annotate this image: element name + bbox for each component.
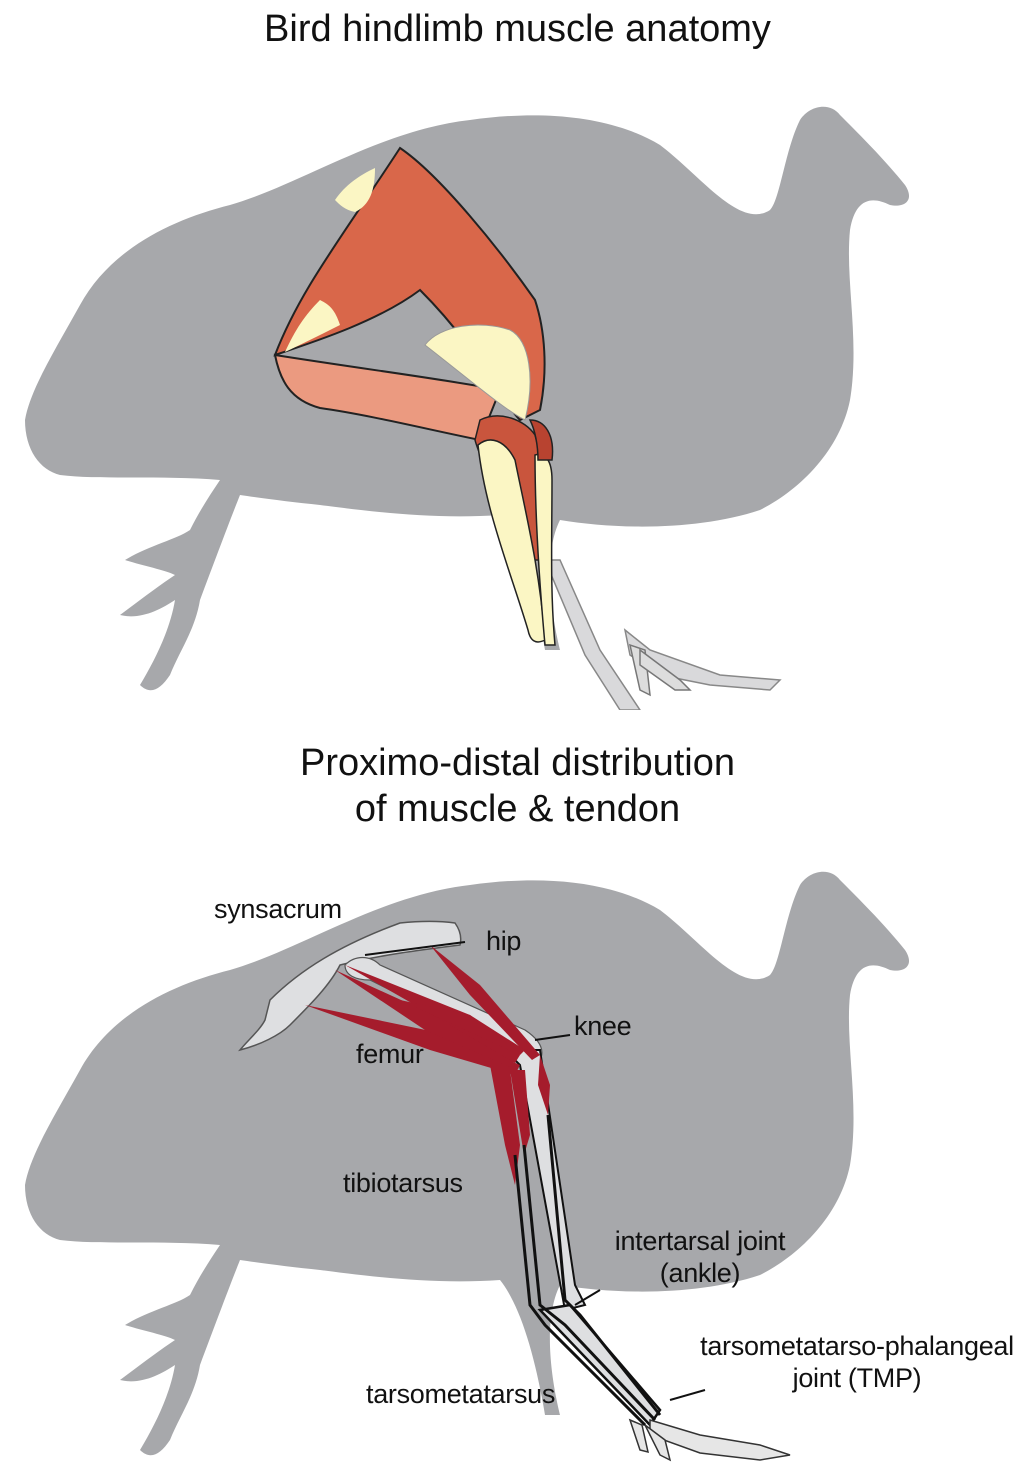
thigh-muscle xyxy=(273,146,546,442)
label-intertarsal-joint: intertarsal joint (ankle) xyxy=(614,1226,786,1288)
bottom-title-line1: Proximo-distal distribution xyxy=(299,742,736,784)
shank-muscle xyxy=(474,415,556,646)
label-tibiotarsus: tibiotarsus xyxy=(343,1168,463,1198)
label-hip: hip xyxy=(486,926,522,956)
synsacrum-bone xyxy=(238,920,462,1052)
top-panel-title: Bird hindlimb muscle anatomy xyxy=(264,8,771,50)
muscles xyxy=(305,945,550,1185)
label-femur: femur xyxy=(356,1039,424,1069)
label-synsacrum: synsacrum xyxy=(214,894,342,924)
top-bird-illustration xyxy=(25,106,910,710)
label-tmp-joint: tarsometatarso-phalangeal joint (TMP) xyxy=(700,1331,1014,1393)
toes xyxy=(628,1418,791,1462)
bottom-panel-title: Proximo-distal distribution of muscle & … xyxy=(0,740,1035,832)
foot xyxy=(628,643,692,697)
leader-lines xyxy=(364,941,706,1401)
bottom-bird-illustration xyxy=(25,871,910,1462)
leg-bones xyxy=(543,559,782,710)
label-tarsometatarsus: tarsometatarsus xyxy=(366,1379,556,1409)
bottom-title-line2: of muscle & tendon xyxy=(354,788,681,830)
label-knee: knee xyxy=(574,1011,632,1041)
bird-silhouette xyxy=(25,871,910,1456)
tendons xyxy=(513,1114,662,1427)
